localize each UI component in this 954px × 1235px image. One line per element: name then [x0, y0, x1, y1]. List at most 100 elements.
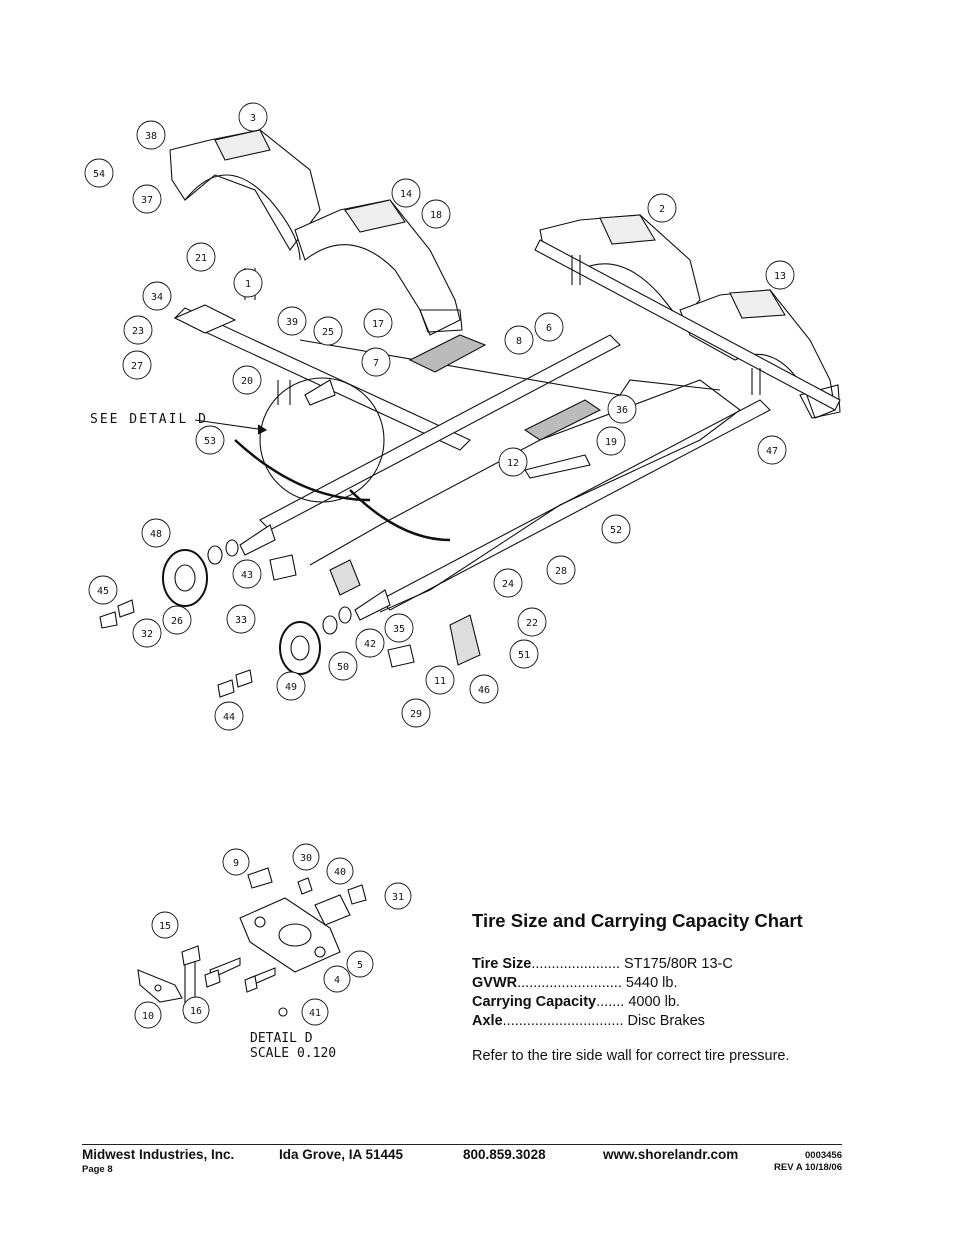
callout-45: 45 — [88, 575, 118, 605]
svg-text:48: 48 — [150, 529, 162, 540]
callout-25: 25 — [313, 316, 343, 346]
callout-38: 38 — [136, 120, 166, 150]
leaf-spring — [349, 489, 451, 542]
callout-42: 42 — [355, 628, 385, 658]
callout-12: 12 — [498, 447, 528, 477]
spec-value: ST175/80R 13-C — [624, 956, 733, 972]
footer-doc-no: 0003456 — [805, 1150, 842, 1161]
svg-text:25: 25 — [322, 327, 334, 338]
callout-20: 20 — [232, 365, 262, 395]
svg-text:32: 32 — [141, 629, 153, 640]
svg-text:53: 53 — [204, 436, 216, 447]
frame-rail — [534, 239, 841, 411]
brake-caliper — [329, 559, 361, 596]
callout-19: 19 — [596, 426, 626, 456]
see-detail-label: SEE DETAIL D — [90, 412, 208, 427]
footer-company: Midwest Industries, Inc. — [82, 1147, 235, 1162]
callout-21: 21 — [186, 242, 216, 272]
footer-phone: 800.859.3028 — [463, 1147, 546, 1162]
svg-text:28: 28 — [555, 566, 567, 577]
spec-value: 5440 lb. — [625, 975, 678, 991]
svg-text:21: 21 — [195, 253, 207, 264]
svg-text:39: 39 — [286, 317, 298, 328]
svg-text:2: 2 — [659, 204, 665, 215]
spec-label: Carrying Capacity — [472, 994, 597, 1010]
leaf-spring — [234, 439, 371, 502]
footer-page: Page 8 — [82, 1164, 113, 1175]
svg-text:37: 37 — [141, 195, 153, 206]
callout-54: 54 — [84, 158, 114, 188]
callout-39: 39 — [277, 306, 307, 336]
svg-text:46: 46 — [478, 685, 490, 696]
spec-row: GVWR.......................... 5440 lb. — [472, 975, 678, 991]
svg-text:41: 41 — [309, 1008, 321, 1019]
spec-label: Tire Size — [472, 956, 532, 972]
detail-label: DETAIL D — [250, 1031, 313, 1046]
callout-32: 32 — [132, 618, 162, 648]
callout-28: 28 — [546, 555, 576, 585]
spec-dots: ...................... — [531, 956, 625, 972]
svg-text:6: 6 — [546, 323, 552, 334]
callout-4: 4 — [323, 965, 351, 993]
svg-text:17: 17 — [372, 319, 384, 330]
pressure-note: Refer to the tire side wall for correct … — [472, 1048, 790, 1064]
svg-text:11: 11 — [434, 676, 446, 687]
svg-text:35: 35 — [393, 624, 405, 635]
svg-text:10: 10 — [142, 1011, 154, 1022]
svg-text:40: 40 — [334, 867, 346, 878]
callout-2: 2 — [647, 193, 677, 223]
detail-scale: SCALE 0.120 — [250, 1046, 336, 1061]
callout-5: 5 — [346, 950, 374, 978]
callout-46: 46 — [469, 674, 499, 704]
frame-rail — [174, 307, 471, 451]
svg-text:29: 29 — [410, 709, 422, 720]
callout-7: 7 — [361, 347, 391, 377]
step-plate — [523, 399, 602, 441]
svg-text:23: 23 — [132, 326, 144, 337]
callout-13: 13 — [765, 260, 795, 290]
svg-text:45: 45 — [97, 586, 109, 597]
callout-33: 33 — [226, 604, 256, 634]
callout-1: 1 — [233, 268, 263, 298]
callout-23: 23 — [123, 315, 153, 345]
svg-text:51: 51 — [518, 650, 530, 661]
callout-36: 36 — [607, 394, 637, 424]
callout-50: 50 — [328, 651, 358, 681]
fender-part — [294, 199, 461, 336]
callout-3: 3 — [238, 102, 268, 132]
callout-51: 51 — [509, 639, 539, 669]
exploded-parts-diagram: 1236781112131417181920212223242526272829… — [84, 102, 841, 731]
callout-17: 17 — [363, 308, 393, 338]
callout-11: 11 — [425, 665, 455, 695]
svg-text:22: 22 — [526, 618, 538, 629]
svg-text:5: 5 — [357, 960, 363, 971]
svg-text:3: 3 — [250, 113, 256, 124]
callout-43: 43 — [232, 559, 262, 589]
callout-26: 26 — [162, 605, 192, 635]
callout-37: 37 — [132, 184, 162, 214]
svg-text:1: 1 — [245, 279, 251, 290]
callout-22: 22 — [517, 607, 547, 637]
svg-text:16: 16 — [190, 1006, 202, 1017]
callout-16: 16 — [182, 996, 210, 1024]
step-plate — [408, 334, 487, 373]
callout-34: 34 — [142, 281, 172, 311]
svg-text:4: 4 — [334, 975, 340, 986]
svg-text:43: 43 — [241, 570, 253, 581]
footer-web[interactable]: www.shorelandr.com — [603, 1147, 739, 1162]
callout-30: 30 — [292, 843, 320, 871]
svg-text:47: 47 — [766, 446, 778, 457]
spec-label: GVWR — [472, 975, 518, 991]
brake-line — [309, 379, 741, 613]
callout-8: 8 — [504, 325, 534, 355]
spec-dots: .............................. — [502, 1013, 628, 1029]
svg-text:38: 38 — [145, 131, 157, 142]
spec-row: Tire Size...................... ST175/80… — [472, 956, 733, 972]
spec-row: Carrying Capacity....... 4000 lb. — [472, 994, 680, 1010]
svg-text:52: 52 — [610, 525, 622, 536]
svg-text:18: 18 — [430, 210, 442, 221]
svg-text:30: 30 — [300, 853, 312, 864]
svg-text:14: 14 — [400, 189, 412, 200]
callout-6: 6 — [534, 312, 564, 342]
